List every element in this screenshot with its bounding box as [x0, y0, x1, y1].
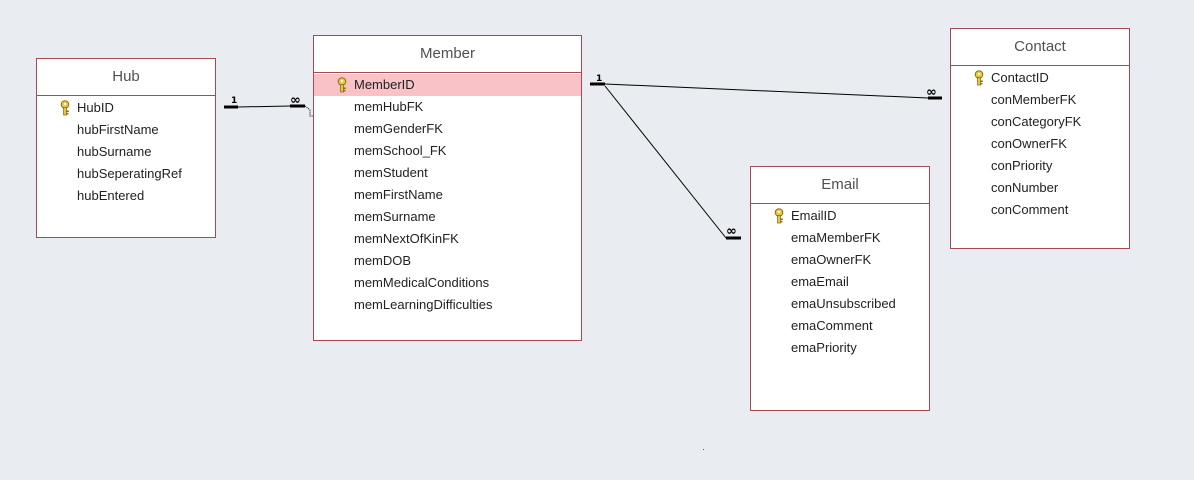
field-label: memGenderFK: [354, 121, 443, 136]
field-contact-conpriority[interactable]: conPriority: [951, 155, 1129, 177]
field-member-memfirstname[interactable]: memFirstName: [314, 184, 581, 206]
field-label: conOwnerFK: [991, 136, 1067, 151]
table-member-title[interactable]: Member: [314, 36, 581, 73]
table-email-title[interactable]: Email: [751, 167, 929, 204]
table-email-fields: EmailID emaMemberFK emaOwnerFK emaEmail emaU…: [751, 204, 929, 359]
field-member-memsurname[interactable]: memSurname: [314, 206, 581, 228]
field-label: MemberID: [354, 77, 415, 92]
member-contact-many-label: ∞: [926, 85, 937, 100]
field-label: hubFirstName: [77, 122, 159, 137]
primary-key-icon: [336, 77, 348, 93]
field-member-memstudent[interactable]: memStudent: [314, 162, 581, 184]
field-hub-hubid[interactable]: HubID: [37, 97, 215, 119]
relationship-member-contact[interactable]: 1 ∞: [590, 74, 942, 100]
field-member-memnextofkinfk[interactable]: memNextOfKinFK: [314, 228, 581, 250]
member-email-line: [604, 85, 727, 239]
primary-key-icon: [59, 100, 71, 116]
field-contact-contactid[interactable]: ContactID: [951, 67, 1129, 89]
field-contact-concategoryfk[interactable]: conCategoryFK: [951, 111, 1129, 133]
field-label: conCategoryFK: [991, 114, 1082, 129]
hub-member-connector: [304, 105, 314, 117]
field-label: memSurname: [354, 209, 436, 224]
field-label: conMemberFK: [991, 92, 1077, 107]
field-label: hubSurname: [77, 144, 152, 159]
field-hub-hubseperatingref[interactable]: hubSeperatingRef: [37, 163, 215, 185]
field-member-memschool-fk[interactable]: memSchool_FK: [314, 140, 581, 162]
field-email-emaemail[interactable]: emaEmail: [751, 271, 929, 293]
field-email-emamemberfk[interactable]: emaMemberFK: [751, 227, 929, 249]
primary-key-icon: [973, 70, 985, 86]
field-member-memberid[interactable]: MemberID: [314, 74, 581, 96]
field-member-memdob[interactable]: memDOB: [314, 250, 581, 272]
table-hub-fields: HubID hubFirstName hubSurname hubSeperating…: [37, 96, 215, 207]
hub-member-many-label: ∞: [290, 93, 301, 108]
field-email-emaownerfk[interactable]: emaOwnerFK: [751, 249, 929, 271]
table-contact-fields: ContactID conMemberFK conCategoryFK conOwne…: [951, 66, 1129, 221]
field-label: memDOB: [354, 253, 412, 268]
field-member-memmedicalconditions[interactable]: memMedicalConditions: [314, 272, 581, 294]
field-contact-connumber[interactable]: conNumber: [951, 177, 1129, 199]
field-hub-hubsurname[interactable]: hubSurname: [37, 141, 215, 163]
field-label: emaUnsubscribed: [791, 296, 896, 311]
field-label: hubEntered: [77, 188, 145, 203]
field-label: ContactID: [991, 70, 1049, 85]
field-label: memLearningDifficulties: [354, 297, 493, 312]
primary-key-icon: [773, 208, 785, 224]
field-hub-hubentered[interactable]: hubEntered: [37, 185, 215, 207]
table-member[interactable]: Member MemberID memHubFK memGenderFK memSch…: [313, 35, 582, 341]
field-contact-concomment[interactable]: conComment: [951, 199, 1129, 221]
member-contact-one-label: 1: [596, 74, 602, 84]
field-label: conComment: [991, 202, 1069, 217]
hub-member-line: [237, 105, 291, 108]
field-label: memMedicalConditions: [354, 275, 490, 290]
field-email-emaunsubscribed[interactable]: emaUnsubscribed: [751, 293, 929, 315]
relationship-member-email[interactable]: ∞: [604, 85, 741, 240]
hub-member-one-label: 1: [231, 96, 237, 106]
field-label: EmailID: [791, 208, 837, 223]
member-email-many-label: ∞: [726, 224, 737, 239]
table-hub-title[interactable]: Hub: [37, 59, 215, 96]
field-label: conPriority: [991, 158, 1053, 173]
field-label: conNumber: [991, 180, 1059, 195]
field-label: emaOwnerFK: [791, 252, 872, 267]
field-label: emaPriority: [791, 340, 857, 355]
field-member-memhubfk[interactable]: memHubFK: [314, 96, 581, 118]
table-contact-title[interactable]: Contact: [951, 29, 1129, 66]
table-hub[interactable]: Hub HubID hubFirstName hubSurname hubSepera…: [36, 58, 216, 238]
field-email-emailid[interactable]: EmailID: [751, 205, 929, 227]
field-contact-conownerfk[interactable]: conOwnerFK: [951, 133, 1129, 155]
field-member-memgenderfk[interactable]: memGenderFK: [314, 118, 581, 140]
member-contact-line: [604, 83, 929, 99]
stray-dot: [703, 449, 704, 450]
relationship-hub-member[interactable]: 1 ∞: [224, 93, 314, 117]
field-email-emacomment[interactable]: emaComment: [751, 315, 929, 337]
field-hub-hubfirstname[interactable]: hubFirstName: [37, 119, 215, 141]
table-contact[interactable]: Contact ContactID conMemberFK conCategoryF…: [950, 28, 1130, 249]
field-label: memHubFK: [354, 99, 424, 114]
field-label: memNextOfKinFK: [354, 231, 459, 246]
field-label: emaEmail: [791, 274, 849, 289]
field-label: memSchool_FK: [354, 143, 447, 158]
field-member-memlearningdifficulties[interactable]: memLearningDifficulties: [314, 294, 581, 316]
field-label: HubID: [77, 100, 114, 115]
field-email-emapriority[interactable]: emaPriority: [751, 337, 929, 359]
field-contact-conmemberfk[interactable]: conMemberFK: [951, 89, 1129, 111]
field-label: emaMemberFK: [791, 230, 881, 245]
field-label: memFirstName: [354, 187, 443, 202]
field-label: emaComment: [791, 318, 873, 333]
field-label: hubSeperatingRef: [77, 166, 182, 181]
field-label: memStudent: [354, 165, 428, 180]
table-email[interactable]: Email EmailID emaMemberFK emaOwnerFK emaEma…: [750, 166, 930, 411]
